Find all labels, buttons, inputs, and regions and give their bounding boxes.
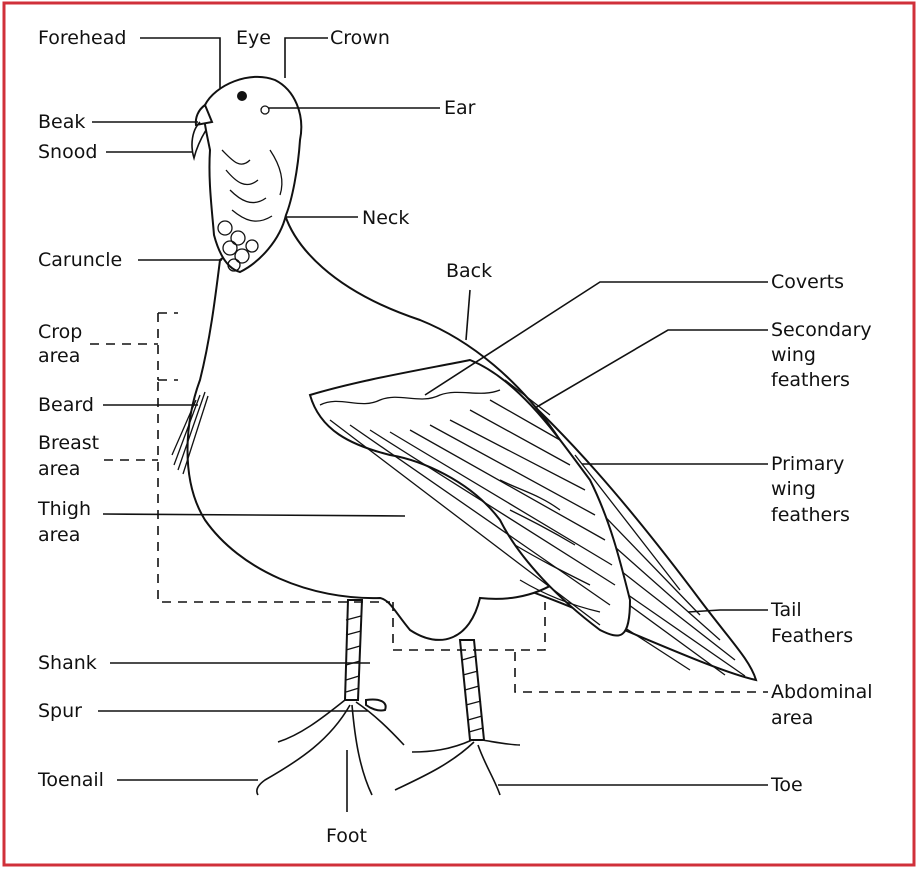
- label-thigh-line2: area: [38, 524, 80, 546]
- label-beard: Beard: [38, 394, 94, 416]
- label-crop-line2: area: [38, 345, 80, 367]
- label-abdominal-line2: area: [771, 707, 813, 729]
- label-coverts: Coverts: [771, 271, 844, 293]
- label-foot: Foot: [326, 825, 367, 847]
- label-breast-line2: area: [38, 458, 80, 480]
- label-tail-line1: Tail: [770, 599, 802, 621]
- label-breast-line1: Breast: [38, 432, 99, 454]
- label-primary-line1: Primary: [771, 453, 844, 475]
- label-secondary-line3: feathers: [771, 369, 850, 391]
- label-primary-line2: wing: [771, 478, 816, 500]
- label-neck: Neck: [362, 207, 409, 229]
- label-caruncle: Caruncle: [38, 249, 122, 271]
- label-spur: Spur: [38, 700, 82, 722]
- label-ear: Ear: [444, 97, 476, 119]
- label-secondary-line2: wing: [771, 344, 816, 366]
- label-beak: Beak: [38, 111, 85, 133]
- label-forehead: Forehead: [38, 27, 126, 49]
- label-crop-line1: Crop: [38, 321, 82, 343]
- eye-dot: [237, 91, 247, 101]
- label-toe: Toe: [770, 774, 803, 796]
- label-eye: Eye: [236, 27, 271, 49]
- label-crown: Crown: [330, 27, 390, 49]
- label-primary-line3: feathers: [771, 504, 850, 526]
- label-snood: Snood: [38, 141, 97, 163]
- label-secondary-line1: Secondary: [771, 319, 872, 341]
- label-shank: Shank: [38, 652, 97, 674]
- label-tail-line2: Feathers: [771, 625, 853, 647]
- label-abdominal-line1: Abdominal: [771, 681, 873, 703]
- label-back: Back: [446, 260, 492, 282]
- label-toenail: Toenail: [37, 769, 104, 791]
- label-thigh-line1: Thigh: [37, 498, 91, 520]
